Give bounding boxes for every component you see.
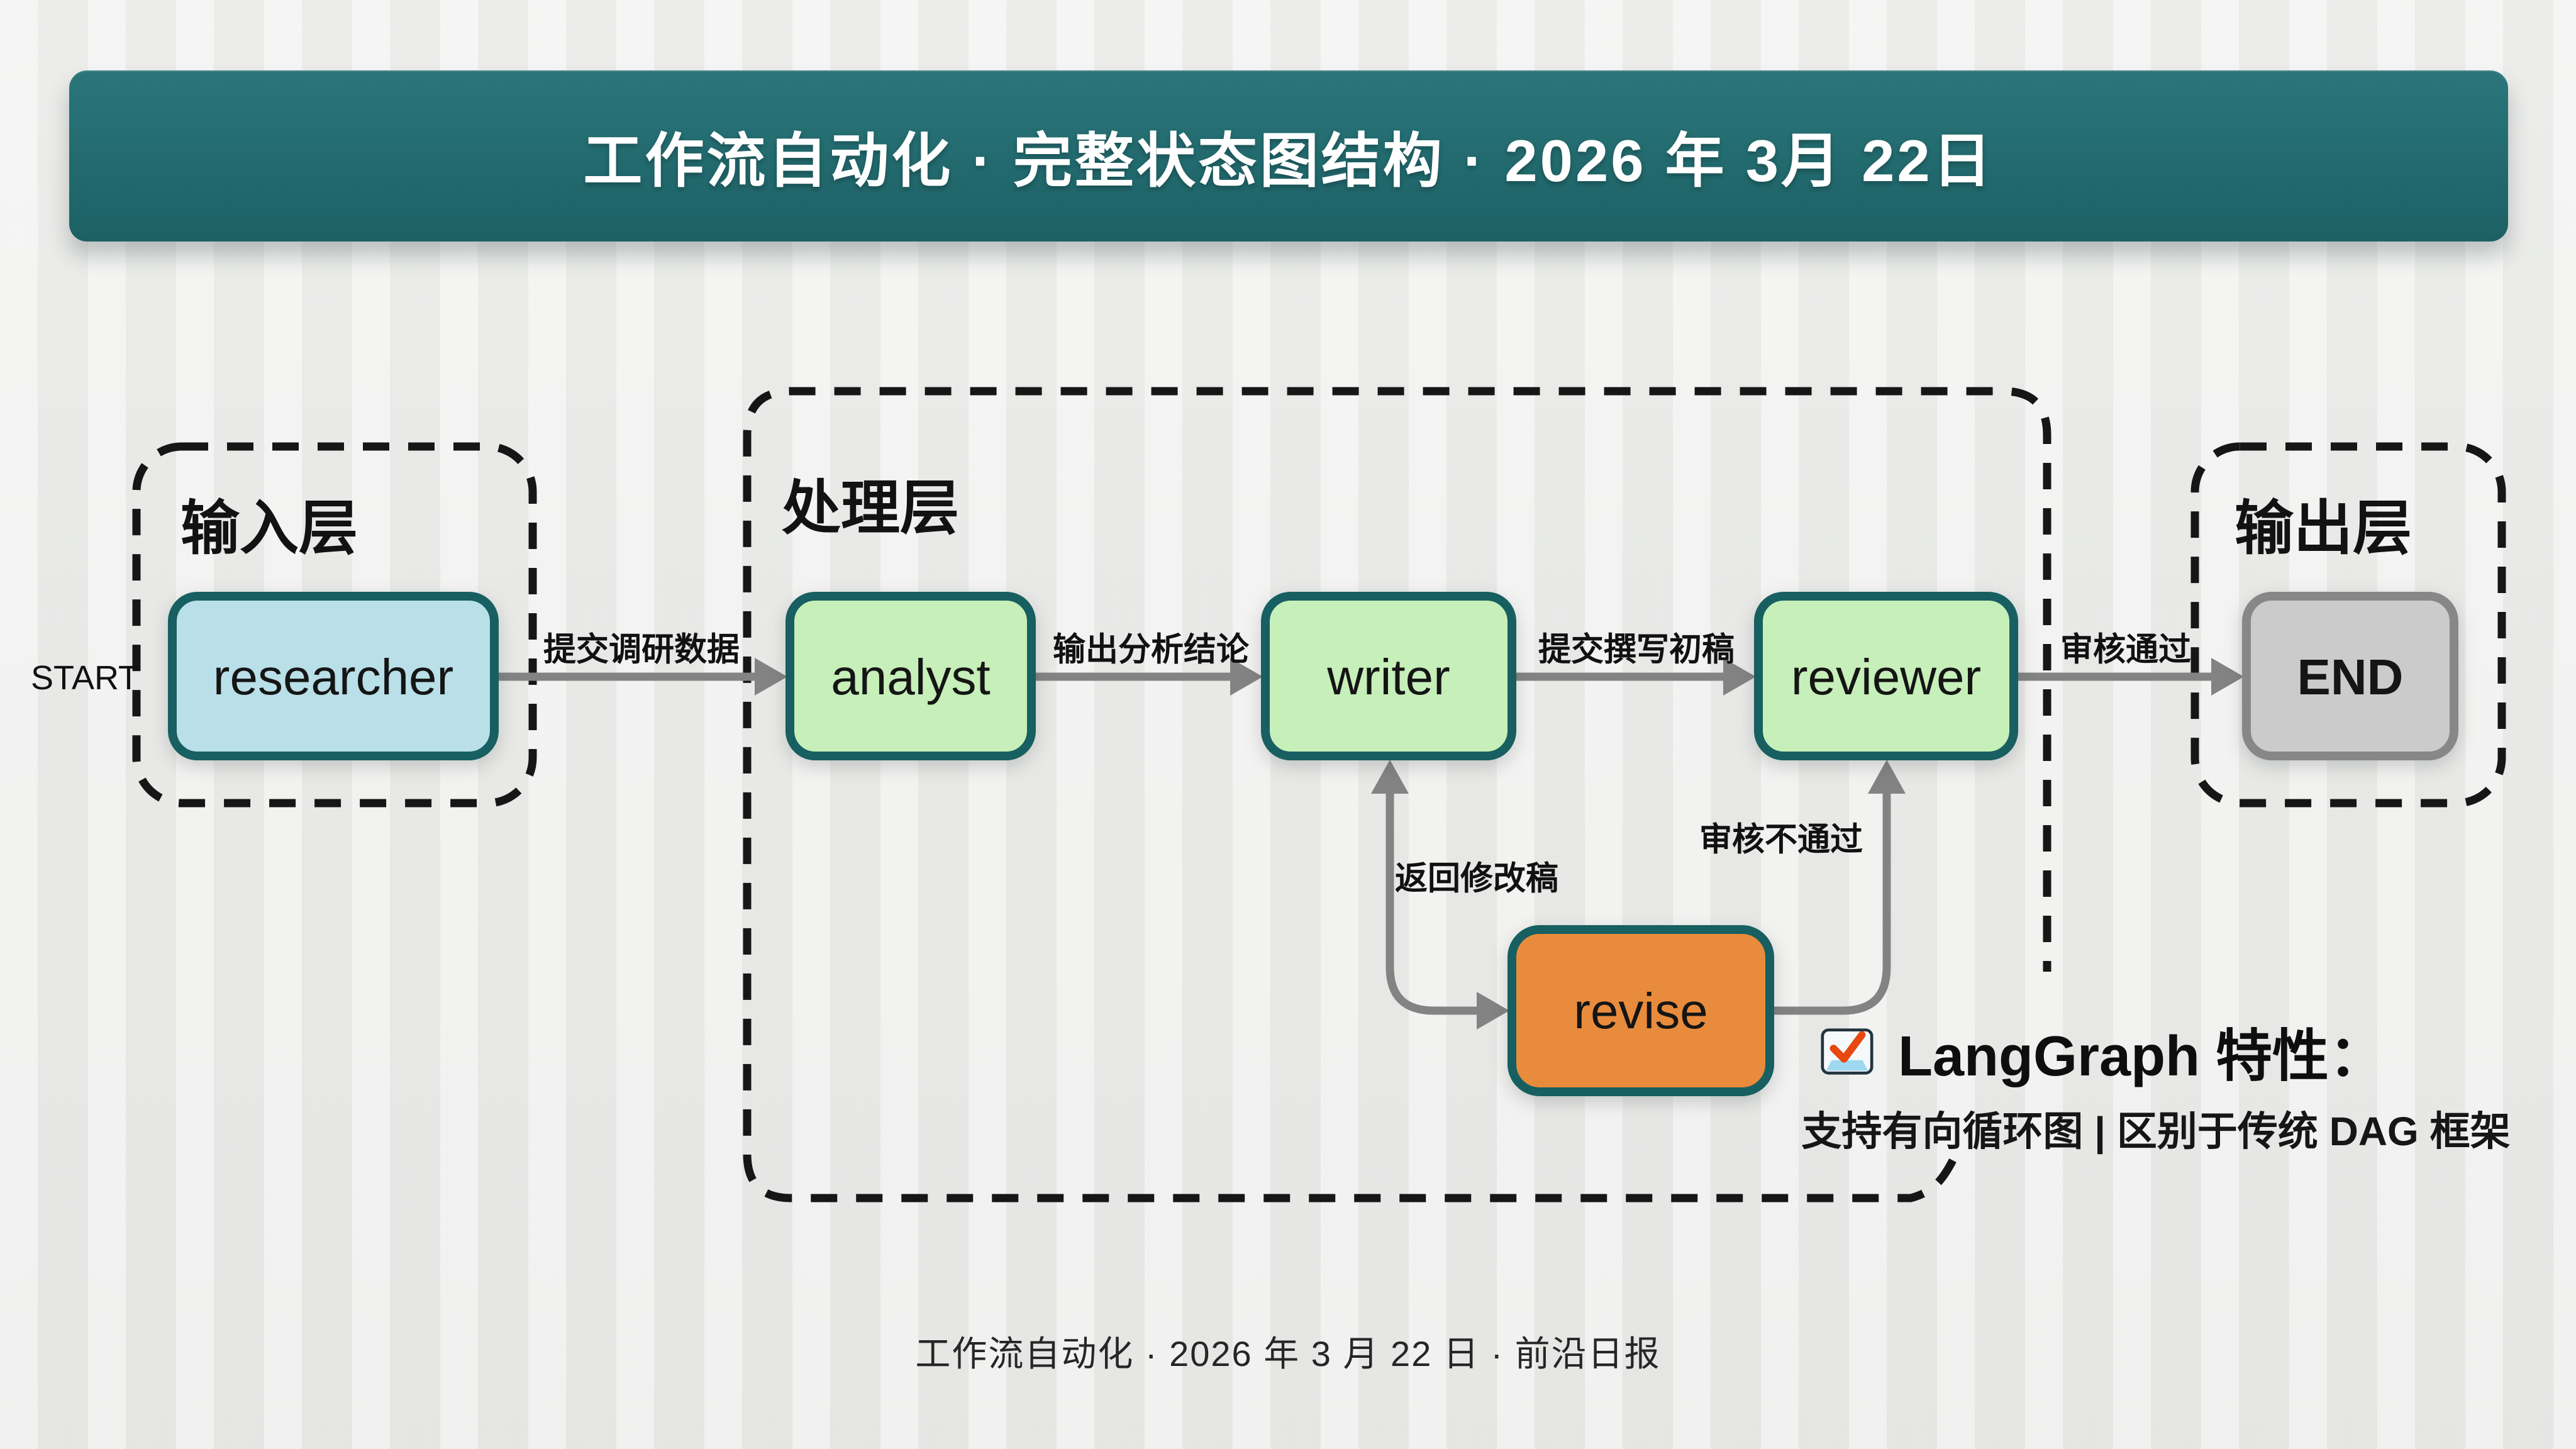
edge-label-reviewer-end: 审核通过 [2060, 631, 2192, 669]
reviewer-node [1754, 592, 2018, 760]
researcher-label: researcher [213, 649, 454, 705]
arrowhead-into-end [2211, 658, 2244, 696]
arrowhead-into-analyst [755, 658, 787, 696]
callout-title: LangGraph 特性： [1898, 1025, 2386, 1088]
revise-label: revise [1574, 983, 1708, 1039]
end-label: END [2297, 649, 2404, 705]
header-banner: 工作流自动化 · 完整状态图结构 · 2026 年 3月 22日 [69, 70, 2508, 242]
arrow-loop-writer-revise [1385, 794, 1477, 1015]
arrow-revise-reviewer [1771, 794, 1891, 1015]
check-icon [1821, 1028, 1874, 1075]
input-layer-label: 输入层 [180, 495, 358, 561]
processing-layer-label: 处理层 [782, 475, 960, 541]
arrowhead-into-revise [1477, 992, 1509, 1030]
arrowhead-up-into-writer [1371, 760, 1409, 794]
header-title: 工作流自动化 · 完整状态图结构 · 2026 年 3月 22日 [583, 128, 1994, 194]
writer-node [1261, 592, 1516, 760]
processing-layer-box [743, 387, 2051, 1202]
arrowhead-up-into-reviewer [1868, 760, 1906, 794]
writer-label: writer [1327, 649, 1450, 705]
input-layer-box [132, 442, 537, 808]
output-layer-box [2190, 442, 2506, 808]
arrowhead-into-reviewer [1723, 658, 1756, 696]
reviewer-label: reviewer [1790, 649, 1982, 705]
callout-subtitle: 支持有向循环图 | 区别于传统 DAG 框架 [1801, 1109, 2511, 1154]
output-layer-label: 输出层 [2235, 495, 2412, 561]
revise-node [1507, 925, 1774, 1096]
callout: LangGraph 特性： [1818, 1010, 2385, 1092]
analyst-node [786, 592, 1036, 760]
end-node [2242, 592, 2458, 760]
edge-label-analyst-writer: 输出分析结论 [1052, 631, 1250, 669]
edge-label-revise-writer: 返回修改稿 [1394, 860, 1559, 897]
edge-label-writer-reviewer: 提交撰写初稿 [1538, 631, 1735, 669]
researcher-node [168, 592, 499, 760]
analyst-label: analyst [831, 649, 991, 705]
start-label: START [30, 659, 140, 697]
edge-label-reviewer-revise: 审核不通过 [1699, 821, 1863, 858]
footer-text: 工作流自动化 · 2026 年 3 月 22 日 · 前沿日报 [915, 1334, 1661, 1374]
edge-label-researcher-analyst: 提交调研数据 [543, 631, 740, 669]
arrowhead-into-writer [1230, 658, 1263, 696]
